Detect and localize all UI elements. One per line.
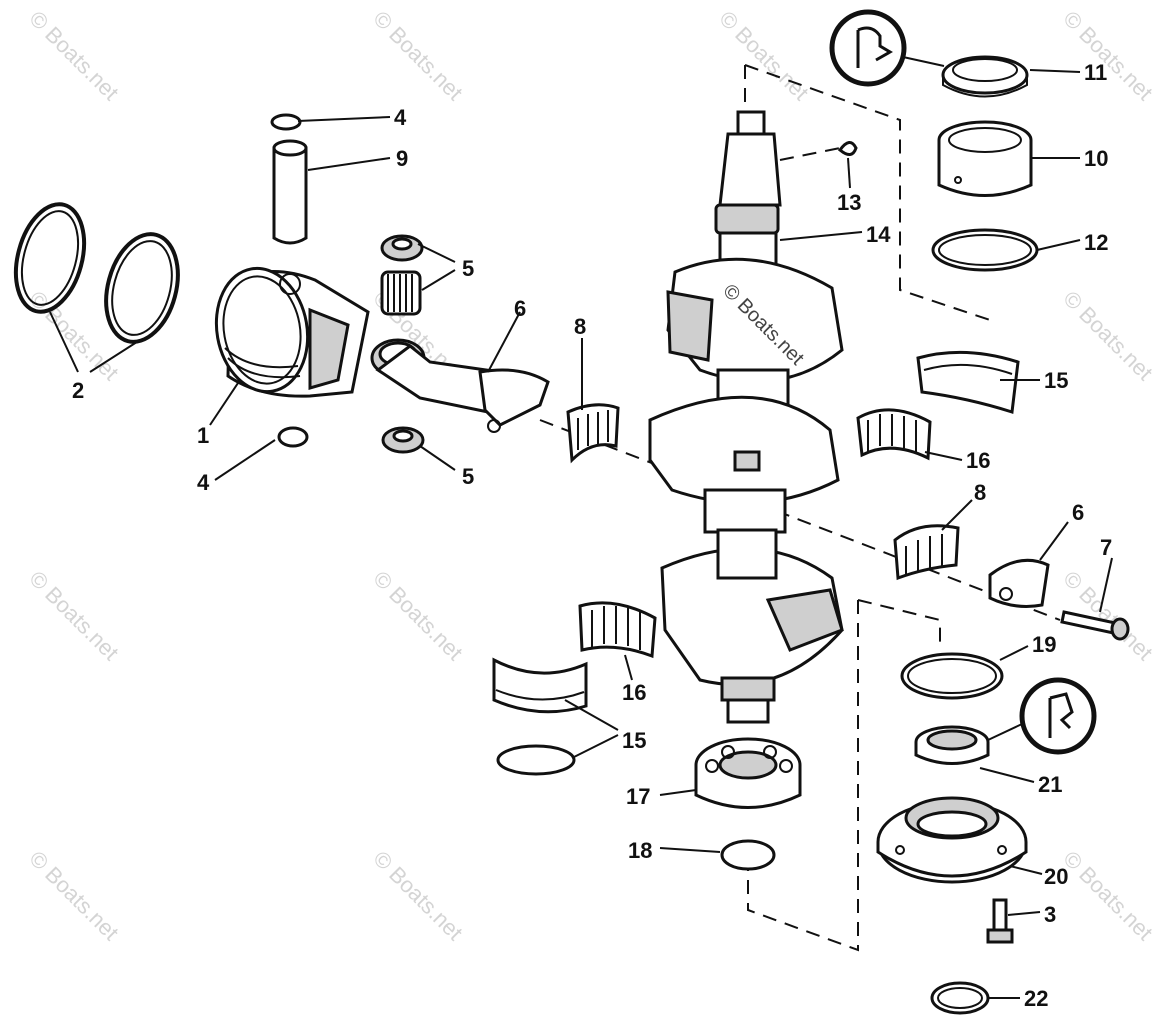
dash-line-lower-bearing xyxy=(747,600,859,952)
callout-17: 17 xyxy=(626,784,650,809)
seal-orientation-detail-upper xyxy=(829,9,945,87)
callout-5: 5 xyxy=(462,464,474,489)
piston[interactable] xyxy=(207,261,370,399)
callout-16: 16 xyxy=(966,448,990,473)
callout-11: 11 xyxy=(1084,60,1107,85)
lower-ball-bearing[interactable] xyxy=(694,737,802,809)
lower-bearing-housing[interactable] xyxy=(876,796,1028,884)
dash-line-upper-bearing xyxy=(744,64,991,321)
watermark: © Boats.net xyxy=(368,566,467,665)
callout-21: 21 xyxy=(1038,772,1062,797)
callout-5: 5 xyxy=(462,256,474,281)
watermark: © Boats.net xyxy=(24,286,123,385)
callout-2: 2 xyxy=(72,378,84,403)
callout-9: 9 xyxy=(396,146,408,171)
callout-20: 20 xyxy=(1044,864,1068,889)
retaining-ring-15[interactable] xyxy=(496,744,576,776)
wrist-pin[interactable] xyxy=(272,139,308,245)
callout-7: 7 xyxy=(1100,535,1112,560)
o-ring-lower[interactable] xyxy=(900,652,1004,700)
bearing-race-half-lower[interactable] xyxy=(492,657,588,714)
callout-6: 6 xyxy=(1072,500,1084,525)
callout-19: 19 xyxy=(1032,632,1056,657)
main-bearing-cage-lower[interactable] xyxy=(578,601,657,659)
main-bearing-cage-upper[interactable] xyxy=(856,408,932,461)
o-ring-upper[interactable] xyxy=(931,228,1039,272)
dash-line-key xyxy=(779,147,841,161)
assembly-dash-lines xyxy=(539,64,1061,952)
callout-18: 18 xyxy=(628,838,652,863)
upper-seal[interactable] xyxy=(941,55,1029,98)
leader-lines xyxy=(49,69,1113,999)
woodruff-key[interactable] xyxy=(837,141,858,156)
callout-22: 22 xyxy=(1024,986,1048,1011)
dash-line-lower-housing xyxy=(857,599,941,650)
thrust-washer-top[interactable] xyxy=(380,234,424,262)
watermark: © Boats.net xyxy=(1058,6,1157,105)
callout-14: 14 xyxy=(866,222,891,247)
needle-bearing-rod[interactable] xyxy=(380,270,422,316)
watermark: © Boats.net xyxy=(24,6,123,105)
callout-8: 8 xyxy=(574,314,586,339)
dash-line-rod-axis xyxy=(539,419,1061,621)
thrust-washer-bottom[interactable] xyxy=(381,426,425,454)
seal-orientation-detail-lower xyxy=(987,677,1097,755)
piston-rings[interactable] xyxy=(5,197,189,350)
callout-15: 15 xyxy=(1044,368,1068,393)
rod-bearing-cage-upper[interactable] xyxy=(566,403,620,464)
callout-10: 10 xyxy=(1084,146,1108,171)
crankshaft[interactable] xyxy=(648,110,844,724)
callout-15: 15 xyxy=(622,728,646,753)
retaining-ring-top[interactable] xyxy=(270,113,302,131)
watermark: © Boats.net xyxy=(1058,846,1157,945)
retaining-ring-18[interactable] xyxy=(720,839,776,871)
housing-screw[interactable] xyxy=(986,898,1014,944)
o-ring-22[interactable] xyxy=(930,981,990,1015)
callout-4: 4 xyxy=(394,105,407,130)
watermark: © Boats.net xyxy=(368,6,467,105)
callout-16: 16 xyxy=(622,680,646,705)
watermark: © Boats.net xyxy=(24,566,123,665)
watermark: © Boats.net xyxy=(1058,286,1157,385)
callout-13: 13 xyxy=(837,190,861,215)
callout-4: 4 xyxy=(197,470,210,495)
connecting-rod[interactable] xyxy=(370,338,550,433)
callout-1: 1 xyxy=(197,423,209,448)
bearing-race-half-upper[interactable] xyxy=(916,350,1020,414)
upper-main-needle-bearing[interactable] xyxy=(937,120,1033,197)
watermark: © Boats.net xyxy=(714,6,813,105)
retaining-ring-bottom[interactable] xyxy=(277,426,309,448)
rod-cap-screw[interactable] xyxy=(1060,610,1130,641)
connecting-rod-cap[interactable] xyxy=(988,558,1050,608)
callout-3: 3 xyxy=(1044,902,1056,927)
watermark: © Boats.net xyxy=(368,846,467,945)
lower-seal[interactable] xyxy=(914,725,990,765)
callout-8: 8 xyxy=(974,480,986,505)
watermark: © Boats.net xyxy=(24,846,123,945)
callout-labels: 4 9 2 1 4 5 5 6 8 13 14 11 10 12 15 16 8… xyxy=(72,60,1112,1011)
callout-12: 12 xyxy=(1084,230,1108,255)
callout-6: 6 xyxy=(514,296,526,321)
rod-bearing-cage-lower[interactable] xyxy=(893,524,960,581)
